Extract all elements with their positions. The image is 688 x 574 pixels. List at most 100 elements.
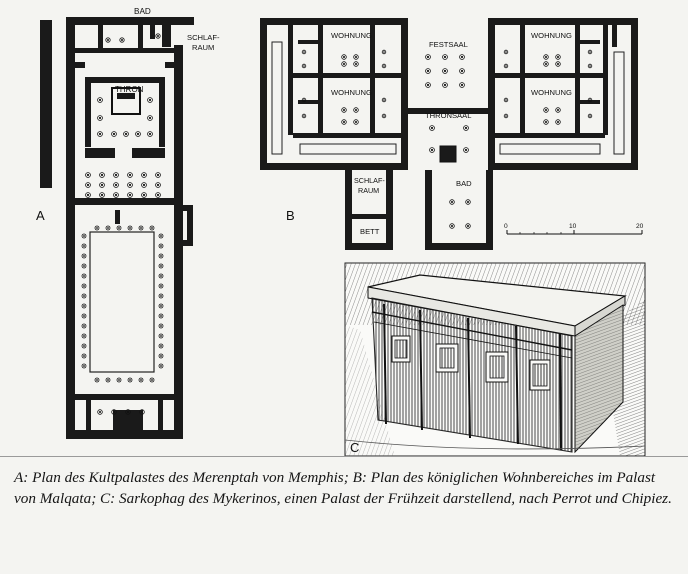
pillar-base — [463, 125, 469, 131]
pillar-base — [97, 409, 103, 415]
pillar-core — [96, 227, 98, 229]
pillar-core — [83, 275, 85, 277]
pillar-core — [383, 99, 385, 101]
pillar-base — [138, 225, 144, 231]
pillar-core — [505, 65, 507, 67]
pillar-core — [160, 235, 162, 237]
pillar-core — [303, 115, 305, 117]
pillar-core — [98, 98, 102, 102]
pillar-base — [543, 119, 549, 125]
pillar-base — [503, 113, 509, 119]
pillar-base — [97, 115, 103, 121]
pillar-base — [158, 263, 164, 269]
pillar-base — [113, 182, 119, 188]
pillar-base — [81, 233, 87, 239]
pillar-base — [81, 313, 87, 319]
pillar-base — [459, 68, 465, 74]
pillar-core — [98, 132, 102, 136]
plan-a: BAD SCHLAF- RAUM THRON A — [36, 7, 220, 439]
pillar-core — [505, 51, 507, 53]
plan-a-schlafraum-label-2: RAUM — [192, 43, 214, 52]
caption-divider — [0, 456, 688, 457]
pillar-core — [160, 265, 162, 267]
pillar-core — [589, 99, 591, 101]
pillar-base — [503, 49, 509, 55]
pillar-base — [555, 119, 561, 125]
pillar-base — [155, 182, 161, 188]
pillar-base — [94, 225, 100, 231]
pillar-base — [81, 243, 87, 249]
pillar-core — [100, 193, 104, 197]
plan-b-wohnung-label: WOHNUNG — [331, 31, 372, 40]
pillar-core — [430, 126, 434, 130]
pillar-base — [587, 63, 593, 69]
pillar-base — [353, 119, 359, 125]
pillar-core — [160, 305, 162, 307]
pillar-base — [301, 49, 307, 55]
pillar-base — [141, 182, 147, 188]
pillar-core — [100, 173, 104, 177]
pillar-core — [556, 120, 560, 124]
pillar-base — [465, 223, 471, 229]
pillar-core — [505, 99, 507, 101]
pillar-core — [112, 132, 116, 136]
illustration-c-letter: C — [350, 440, 359, 455]
pillar-core — [142, 173, 146, 177]
pillar-base — [116, 377, 122, 383]
pillar-base — [149, 377, 155, 383]
pillar-core — [156, 173, 160, 177]
pillar-base — [81, 263, 87, 269]
pillar-base — [123, 131, 129, 137]
pillar-core — [148, 132, 152, 136]
pillar-base — [425, 54, 431, 60]
pillar-base — [543, 61, 549, 67]
pillar-base — [119, 37, 125, 43]
scale-tick-20: 20 — [636, 223, 644, 230]
pillar-base — [158, 353, 164, 359]
pillar-core — [83, 265, 85, 267]
pillar-core — [544, 120, 548, 124]
pillar-core — [342, 62, 346, 66]
pillar-base — [381, 63, 387, 69]
pillar-core — [303, 51, 305, 53]
pillar-core — [383, 115, 385, 117]
pillar-core — [464, 148, 468, 152]
plan-b-wohnung-label: WOHNUNG — [531, 88, 572, 97]
pillar-core — [83, 355, 85, 357]
pillar-core — [460, 69, 464, 73]
pillar-core — [426, 69, 430, 73]
pillar-base — [127, 172, 133, 178]
pillar-base — [155, 172, 161, 178]
pillar-core — [114, 193, 118, 197]
pillar-base — [341, 54, 347, 60]
pillar-core — [142, 183, 146, 187]
pillar-core — [544, 62, 548, 66]
pillar-core — [118, 379, 120, 381]
pillar-base — [543, 54, 549, 60]
pillar-base — [81, 273, 87, 279]
pillar-base — [138, 377, 144, 383]
pillar-core — [303, 99, 305, 101]
pillar-base — [99, 182, 105, 188]
pillar-base — [353, 61, 359, 67]
pillar-core — [142, 193, 146, 197]
pillar-core — [342, 55, 346, 59]
pillar-base — [99, 192, 105, 198]
pillar-base — [587, 97, 593, 103]
pillar-core — [160, 255, 162, 257]
pillar-base — [425, 68, 431, 74]
scale-tick-10: 10 — [569, 223, 577, 230]
pillar-base — [127, 225, 133, 231]
pillar-base — [105, 225, 111, 231]
pillar-core — [136, 132, 140, 136]
pillar-base — [459, 54, 465, 60]
pillar-core — [303, 65, 305, 67]
pillar-core — [96, 379, 98, 381]
pillar-base — [555, 107, 561, 113]
pillar-core — [160, 295, 162, 297]
pillar-core — [556, 55, 560, 59]
pillar-base — [147, 131, 153, 137]
pillar-base — [135, 131, 141, 137]
pillar-base — [442, 82, 448, 88]
pillar-base — [94, 377, 100, 383]
